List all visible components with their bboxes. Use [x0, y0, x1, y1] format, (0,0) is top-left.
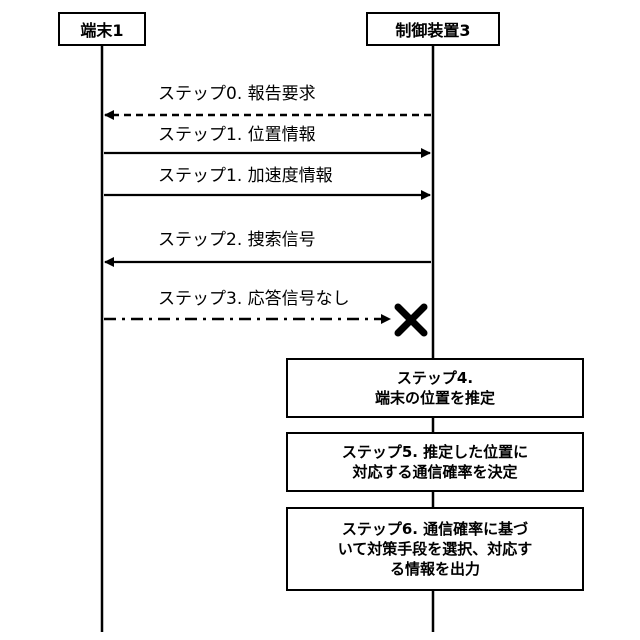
message-label-step2: ステップ2. 捜索信号 — [158, 230, 316, 250]
process-step-4-line-1: ステップ4. — [375, 368, 495, 388]
process-step-6-line-3: る情報を出力 — [338, 559, 533, 579]
message-label-step3: ステップ3. 応答信号なし — [158, 289, 350, 309]
process-step-4-line-2: 端末の位置を推定 — [375, 388, 495, 408]
message-label-step0: ステップ0. 報告要求 — [158, 84, 316, 104]
x-mark-icon — [398, 307, 424, 333]
process-step-6-line-1: ステップ6. 通信確率に基づ — [338, 519, 533, 539]
process-step-5: ステップ5. 推定した位置に 対応する通信確率を決定 — [286, 432, 584, 492]
process-step-5-line-2: 対応する通信確率を決定 — [342, 462, 528, 482]
process-step-5-line-1: ステップ5. 推定した位置に — [342, 442, 528, 462]
process-step-6: ステップ6. 通信確率に基づ いて対策手段を選択、対応す る情報を出力 — [286, 507, 584, 591]
process-step-4: ステップ4. 端末の位置を推定 — [286, 358, 584, 418]
actor-terminal: 端末1 — [58, 12, 146, 46]
process-step-6-line-2: いて対策手段を選択、対応す — [338, 539, 533, 559]
message-label-step1-acceleration: ステップ1. 加速度情報 — [158, 166, 333, 186]
actor-controller: 制御装置3 — [366, 12, 500, 46]
message-label-step1-position: ステップ1. 位置情報 — [158, 125, 316, 145]
